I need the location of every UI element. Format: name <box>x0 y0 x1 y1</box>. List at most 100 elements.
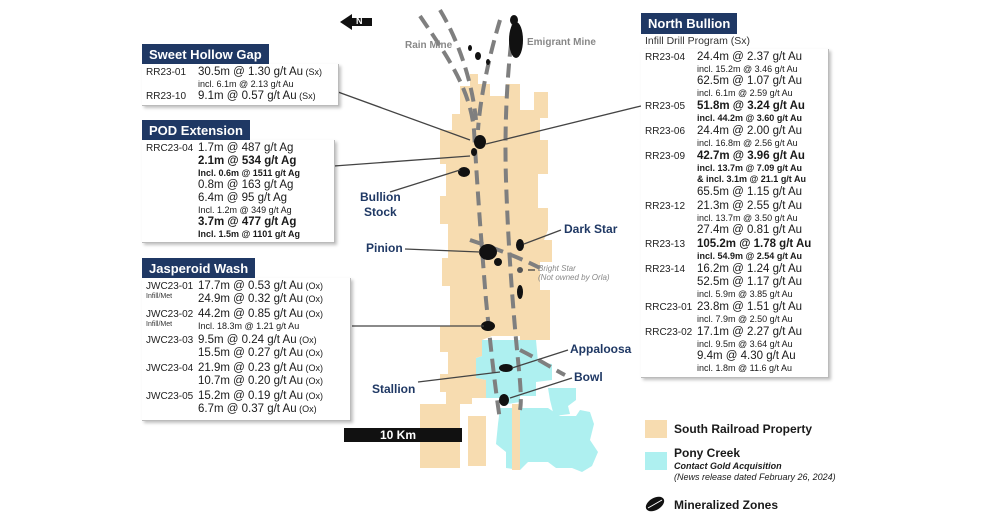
intercept: 65.5m @ 1.15 g/t Au <box>697 186 803 198</box>
scale-label: 10 Km <box>380 428 417 442</box>
intercept: 52.5m @ 1.17 g/t Au <box>697 276 803 288</box>
intercept-sub: incl. 44.2m @ 3.60 g/t Au <box>697 113 802 123</box>
bright-star-label: Bright Star (Not owned by Orla) <box>538 264 610 282</box>
hole-id: RR23-14 <box>645 264 686 275</box>
hole-id: RR23-06 <box>645 126 686 137</box>
structural-trends <box>418 8 566 421</box>
intercept-sub: incl. 13.7m @ 7.09 g/t Au <box>697 163 802 173</box>
hole-note: Infill/Met <box>146 321 173 328</box>
intercept-sub: Incl. 1.2m @ 349 g/t Ag <box>198 205 292 215</box>
intercept: 51.8m @ 3.24 g/t Au <box>697 100 805 112</box>
intercept: 2.1m @ 534 g/t Ag <box>198 155 297 167</box>
intercept: 17.1m @ 2.27 g/t Au <box>697 326 803 338</box>
intercept: 105.2m @ 1.78 g/t Au <box>697 238 812 250</box>
intercept: 6.4m @ 95 g/t Ag <box>198 192 288 204</box>
hole-id: RR23-01 <box>146 67 187 78</box>
intercept-sub: Incl. 18.3m @ 1.21 g/t Au <box>198 321 300 331</box>
scale-bar-icon <box>344 428 462 442</box>
legend-property-swatch <box>645 420 667 438</box>
intercept: 3.7m @ 477 g/t Ag <box>198 216 297 228</box>
intercept-sub: & incl. 3.1m @ 21.1 g/t Au <box>697 174 806 184</box>
hole-id: RR23-10 <box>146 91 187 102</box>
intercept-sub: incl. 16.8m @ 2.56 g/t Au <box>697 138 798 148</box>
intercept-sub: incl. 13.7m @ 3.50 g/t Au <box>697 213 798 223</box>
legend-pony-swatch <box>645 452 667 470</box>
intercept: 9.4m @ 4.30 g/t Au <box>697 350 796 362</box>
legend-property-label: South Railroad Property <box>674 422 813 436</box>
intercept: 0.8m @ 163 g/t Ag <box>198 179 294 191</box>
hole-id: RR23-05 <box>645 101 686 112</box>
hole-id: JWC23-05 <box>146 391 194 402</box>
dark-star-label: Dark Star <box>564 222 618 236</box>
hole-id: RRC23-04 <box>146 143 194 154</box>
hole-id: RR23-13 <box>645 239 686 250</box>
hole-id: RR23-04 <box>645 52 686 63</box>
intercept-sub: incl. 54.9m @ 2.54 g/t Au <box>697 251 802 261</box>
north-label: N <box>356 16 363 26</box>
intercept-sub: incl. 6.1m @ 2.13 g/t Au <box>198 79 294 89</box>
intercept: 24.9m @ 0.32 g/t Au (Ox) <box>198 293 324 305</box>
intercept: 27.4m @ 0.81 g/t Au <box>697 224 803 236</box>
intercept-sub: incl. 5.9m @ 3.85 g/t Au <box>697 289 793 299</box>
north-bullion-subtitle: Infill Drill Program (Sx) <box>645 35 751 47</box>
intercept-sub: Incl. 1.5m @ 1101 g/t Ag <box>198 229 300 239</box>
drill-row: RR23-01 30.5m @ 1.30 g/t Au (Sx)incl. 6.1… <box>142 66 338 90</box>
hole-id: RR23-12 <box>645 201 686 212</box>
bowl-label: Bowl <box>574 370 603 384</box>
intercept: 24.4m @ 2.00 g/t Au <box>697 125 803 137</box>
pinion-label: Pinion <box>366 241 403 255</box>
intercept: 9.5m @ 0.24 g/t Au (Ox) <box>198 334 317 346</box>
legend-mineralized-label: Mineralized Zones <box>674 498 779 512</box>
bullion-stock-label: Bullion Stock <box>360 190 401 219</box>
hole-id: RR23-09 <box>645 151 686 162</box>
stallion-label: Stallion <box>372 382 416 396</box>
drill-row: RR23-10 9.1m @ 0.57 g/t Au (Sx) <box>142 90 338 103</box>
mineralized-zones <box>458 15 524 406</box>
intercept-sub: incl. 1.8m @ 11.6 g/t Au <box>697 363 793 373</box>
hole-id: RRC23-02 <box>645 327 693 338</box>
rain-mine-label: Rain Mine <box>405 40 453 51</box>
intercept: 24.4m @ 2.37 g/t Au <box>697 51 803 63</box>
legend-mineralized-icon <box>645 496 665 512</box>
intercept: 23.8m @ 1.51 g/t Au <box>697 301 803 313</box>
intercept: 42.7m @ 3.96 g/t Au <box>697 150 805 162</box>
intercept: 1.7m @ 487 g/t Ag <box>198 142 294 154</box>
intercept: 10.7m @ 0.20 g/t Au (Ox) <box>198 375 324 387</box>
hole-note: Infill/Met <box>146 293 173 300</box>
pod-extension-title: POD Extension <box>142 120 250 141</box>
intercept: 62.5m @ 1.07 g/t Au <box>697 75 803 87</box>
emigrant-mine-label: Emigrant Mine <box>527 37 596 48</box>
intercept-sub: incl. 6.1m @ 2.59 g/t Au <box>697 88 793 98</box>
appaloosa-label: Appaloosa <box>570 342 632 356</box>
intercept: 44.2m @ 0.85 g/t Au (Ox) <box>198 308 324 320</box>
intercept: 9.1m @ 0.57 g/t Au (Sx) <box>198 90 316 102</box>
intercept: 21.9m @ 0.23 g/t Au (Ox) <box>198 362 324 374</box>
intercept: 21.3m @ 2.55 g/t Au <box>697 200 803 212</box>
intercept-sub: Incl. 0.6m @ 1511 g/t Ag <box>198 168 300 178</box>
leader-lines <box>333 91 642 399</box>
north-arrow-icon <box>340 14 372 30</box>
intercept: 30.5m @ 1.30 g/t Au (Sx) <box>198 66 323 78</box>
legend-pony-sub2: (News release dated February 26, 2024) <box>674 472 836 482</box>
legend-pony-sub1: Contact Gold Acquisition <box>674 461 782 471</box>
jasperoid-wash-title: Jasperoid Wash <box>142 258 256 279</box>
intercept: 15.5m @ 0.27 g/t Au (Ox) <box>198 347 324 359</box>
